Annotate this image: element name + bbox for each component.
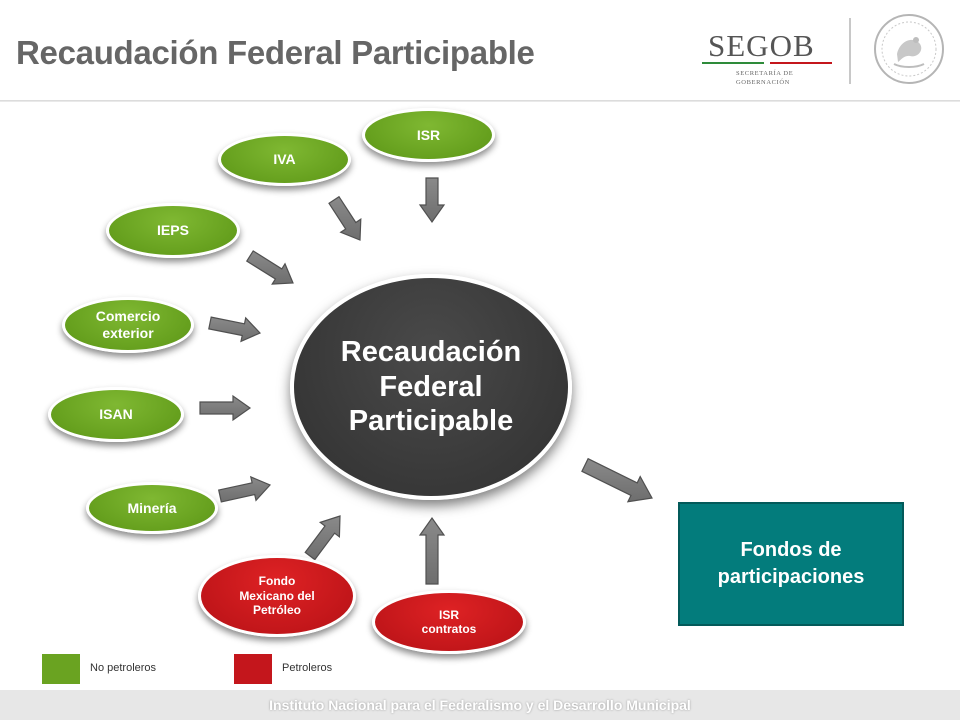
node-mineria-label: Minería [127,499,177,516]
node-ieps: IEPS [106,203,240,258]
arrow-isan [199,394,252,422]
output-line2: participaciones [717,566,865,588]
logo-subtitle-line2: GOBERNACIÓN [736,79,790,86]
arrow-to-fondos [581,457,653,503]
footer-text: Instituto Nacional para el Federalismo y… [269,697,691,713]
page-title: Recaudación Federal Participable [16,34,535,71]
arrow-isr [418,177,446,224]
node-fondo-line3: Petróleo [252,603,301,618]
node-comercio-line1: Comercio [95,308,161,325]
output-fondos-participaciones: Fondos de participaciones [678,502,904,626]
segob-logo: SEGOB SECRETARÍA DE GOBERNACIÓN [696,24,846,94]
arrow-mineria [217,475,272,503]
header-divider [0,100,960,102]
node-comercio-line2: exterior [102,325,154,341]
legend-swatch-non-oil [42,654,80,684]
node-ieps-label: IEPS [157,222,189,239]
logo-divider [849,18,851,84]
segob-logo-text: SEGOB [708,28,815,63]
arrow-ieps [245,250,294,285]
node-isan: ISAN [48,387,184,442]
node-fondo-line2: Mexicano del [239,588,315,603]
node-comercio-exterior: Comercio exterior [62,297,194,353]
node-isr-label: ISR [416,126,441,143]
node-isr-contratos: ISR contratos [372,590,526,654]
node-isr-contratos-line2: contratos [421,622,477,636]
footer-bar: Instituto Nacional para el Federalismo y… [0,690,960,720]
center-line1: Recaudación [340,335,522,368]
arrow-fondo [304,515,341,561]
node-isan-label: ISAN [99,406,133,423]
node-iva: IVA [218,133,351,186]
center-line3: Participable [348,405,514,438]
node-isr: ISR [362,108,495,162]
mexico-coat-of-arms-seal-icon [874,14,944,84]
legend-swatch-oil [234,654,272,684]
center-node: Recaudación Federal Participable [290,274,572,500]
node-isr-contratos-line1: ISR [438,607,459,622]
node-iva-label: IVA [273,151,296,168]
logo-subtitle-line1: SECRETARÍA DE [736,70,794,77]
arrow-comercio [208,316,262,343]
arrow-iva [328,195,362,241]
legend-label-non-oil: No petroleros [90,662,157,674]
output-line1: Fondos de [740,539,842,561]
node-fondo-mexicano-petroleo: Fondo Mexicano del Petróleo [198,555,356,637]
node-mineria: Minería [86,482,218,534]
logo-red-bar [770,62,832,64]
center-line2: Federal [379,370,483,403]
legend-label-oil: Petroleros [282,662,333,674]
node-fondo-line1: Fondo [258,574,296,589]
arrow-isr-contratos [418,516,446,585]
logo-green-bar [702,62,764,64]
